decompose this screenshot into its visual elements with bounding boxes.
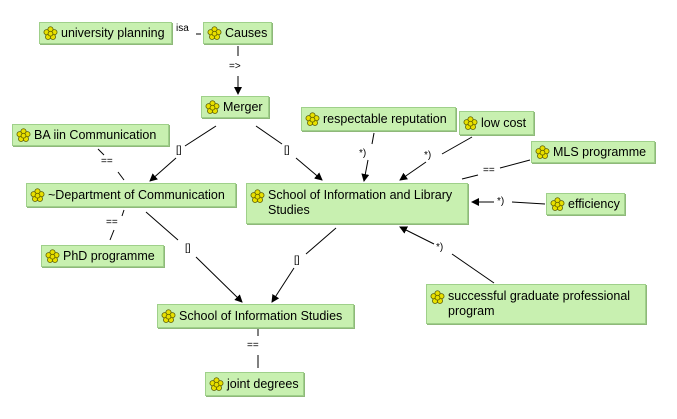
flower-icon: [207, 25, 222, 40]
label-success: *): [436, 242, 444, 253]
flower-icon: [430, 290, 445, 304]
node-label: low cost: [481, 115, 527, 130]
flower-icon: [463, 115, 478, 130]
label-phd-eq: ==: [106, 217, 118, 228]
node-label: respectable reputation: [323, 111, 447, 126]
flower-icon: [45, 248, 60, 263]
node-sils[interactable]: School of Information and Library Studie…: [246, 183, 468, 224]
edge-merger-dept-b: [149, 157, 177, 182]
edge-lowcost-a: [441, 136, 473, 155]
flower-icon: [250, 189, 265, 203]
edge-reputation-b: [361, 159, 370, 182]
node-label: successful graduate professional program: [448, 289, 631, 318]
edge-mls-b: [461, 174, 479, 180]
flower-icon: [305, 111, 320, 126]
node-label: BA iin Communication: [34, 127, 157, 142]
label-implies: =>: [229, 61, 241, 72]
label-ba-eq: ==: [101, 156, 113, 167]
edge-reputation-a: [371, 132, 375, 145]
node-phd-programme[interactable]: PhD programme: [41, 245, 164, 267]
edge-merger-sils-a: [255, 125, 283, 145]
label-dept-sis: []: [185, 243, 191, 254]
node-label: efficiency: [568, 196, 620, 211]
flower-icon: [209, 376, 224, 391]
node-label: Merger: [223, 99, 263, 114]
label-lowcost: *): [424, 150, 432, 161]
edge-dept-sis-b: [195, 256, 243, 303]
node-university-planning[interactable]: university planning: [39, 22, 172, 44]
edge-lowcost-b: [399, 161, 427, 181]
edge-sils-sis-a: [305, 227, 337, 255]
edge-sils-sis-b: [271, 267, 295, 303]
node-respectable-reputation[interactable]: respectable reputation: [301, 107, 456, 131]
label-sils-sis: []: [294, 255, 300, 266]
node-sis[interactable]: School of Information Studies: [157, 304, 354, 328]
edge-success-b: [399, 226, 435, 245]
edge-merger-dept-a: [184, 125, 217, 147]
node-label: Causes: [225, 25, 268, 40]
node-merger[interactable]: Merger: [201, 96, 269, 118]
flower-icon: [43, 25, 58, 40]
node-label: university planning: [61, 25, 165, 40]
flower-icon: [535, 144, 550, 159]
node-joint-degrees[interactable]: joint degrees: [205, 372, 304, 396]
node-label: MLS programme: [553, 144, 647, 159]
node-causes[interactable]: Causes: [203, 22, 272, 44]
label-mls-eq: ==: [483, 165, 495, 176]
label-reputation: *): [359, 148, 367, 159]
edge-phd-eq-b: [109, 229, 115, 241]
edge-phd-eq-a: [121, 209, 125, 217]
node-label: School of Information and Library Studie…: [268, 188, 453, 217]
node-efficiency[interactable]: efficiency: [546, 193, 625, 215]
node-dept-communication[interactable]: ~Department of Communication: [26, 183, 236, 207]
flower-icon: [161, 308, 176, 323]
label-joint-eq: ==: [247, 340, 259, 351]
edge-efficiency-a: [511, 201, 546, 205]
node-ba-communication[interactable]: BA iin Communication: [12, 124, 169, 146]
flower-icon: [30, 187, 45, 202]
edge-ba-eq-b: [117, 171, 125, 181]
node-label: School of Information Studies: [179, 308, 343, 323]
node-mls-programme[interactable]: MLS programme: [531, 141, 655, 163]
flower-icon: [16, 127, 31, 142]
node-label: ~Department of Communication: [48, 187, 225, 202]
label-merger-dept: []: [176, 145, 182, 156]
node-successful-program[interactable]: successful graduate professional program: [426, 284, 646, 324]
edge-mls-a: [499, 159, 531, 169]
node-label: PhD programme: [63, 248, 155, 263]
edge-dept-sis-a: [145, 211, 179, 241]
edge-ba-eq-a: [97, 148, 105, 156]
flower-icon: [205, 99, 220, 114]
label-merger-sils: []: [284, 145, 290, 156]
flower-icon: [550, 196, 565, 211]
edge-merger-sils-b: [295, 157, 323, 181]
node-label: joint degrees: [227, 376, 299, 391]
edge-success-a: [451, 253, 495, 284]
label-isa: isa: [176, 23, 189, 34]
node-low-cost[interactable]: low cost: [459, 111, 534, 135]
label-efficiency: *): [497, 196, 505, 207]
